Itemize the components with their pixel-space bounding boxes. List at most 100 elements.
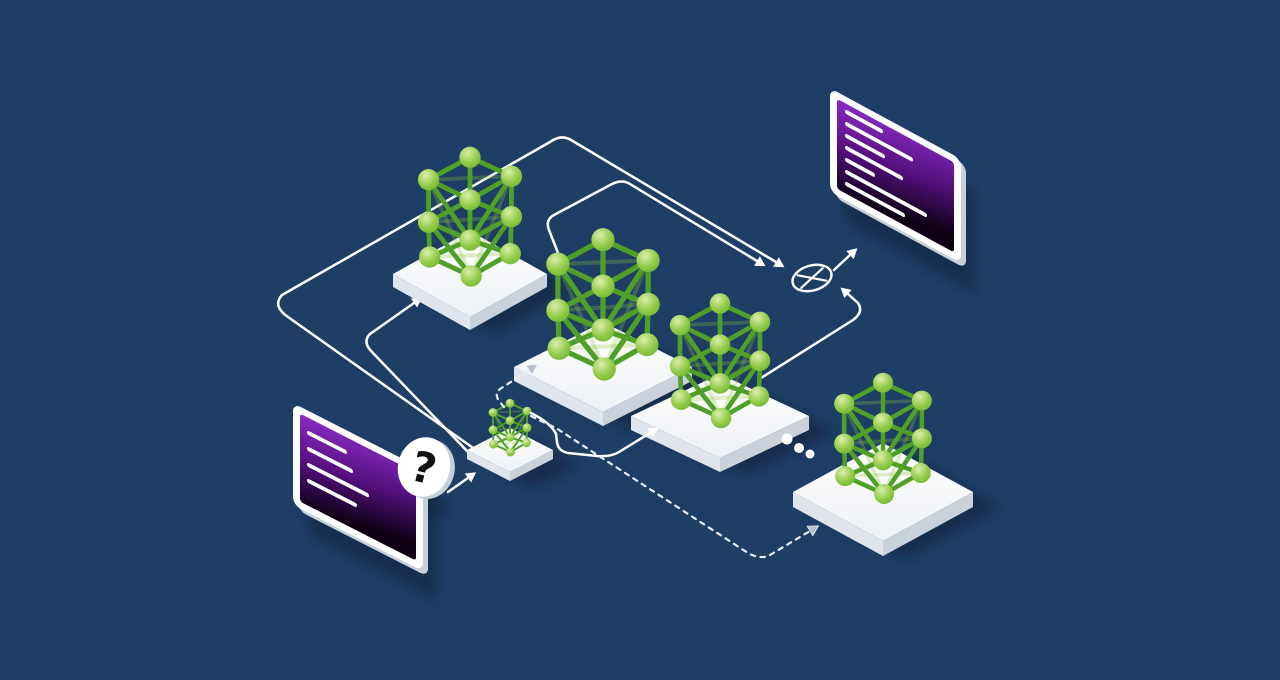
text-line-placeholder [307,478,357,507]
network-edge [491,411,511,439]
screen-panel [300,414,416,560]
network-node [547,336,571,360]
ellipsis-dot [794,443,804,453]
network-node [911,428,932,449]
expert-network-3 [631,293,809,472]
connector-layer-front [495,248,858,559]
expert-network-2 [514,228,692,426]
network-edge-back [557,342,649,351]
network-layer [393,146,973,556]
network-node [591,318,615,342]
platform-left-face [793,492,883,556]
screen-layer: ? [293,91,966,574]
network-node [417,211,440,233]
network-edge-back [842,401,886,496]
network-node [834,393,855,414]
network-node [522,438,531,448]
input-to-gate-arrowhead [464,472,477,483]
network-node [499,242,521,265]
expert2-to-sum-arrowhead [754,256,766,267]
gate-to-expert2-dashed-line [495,368,531,409]
network-edge [841,401,886,463]
platform-left-face [467,450,510,481]
platform-left-face [393,274,470,330]
input-card [293,406,428,574]
text-line-placeholder [845,133,885,159]
network-edge-back [426,177,474,278]
expert2-to-sum-line [546,180,759,263]
network-node [592,357,616,381]
network-node [505,398,515,408]
expert3-to-sum-connector [759,287,862,380]
network-edge-back [427,251,513,259]
expert3-to-sum-line [759,292,862,380]
network-node [459,229,481,251]
network-node [489,439,498,449]
sum-operator-cross-2 [800,267,824,289]
gate-loop-to-sum-line [276,136,778,452]
platform-right-face [883,492,973,556]
network-node [669,355,691,377]
network-node [636,248,660,273]
sum-operator-icon [791,263,833,293]
network-node [417,169,440,191]
network-node [834,433,855,454]
network-node [488,408,498,417]
network-node [500,165,523,187]
sum-to-output-connector [832,248,858,272]
network-node [488,425,498,435]
connector-layer-behind [276,136,862,454]
network-edge-back [492,411,512,453]
output-screen [830,91,966,266]
network-node [546,252,570,276]
network-edge [426,177,473,243]
network-node [419,246,441,268]
question-badge-face [397,437,451,497]
text-line-placeholder [845,109,883,134]
network-node [460,265,482,287]
network-node [635,333,659,357]
network-node [505,432,515,442]
network-edge [717,319,763,386]
text-line-placeholder [845,169,927,218]
network-node [749,311,771,333]
network-edge [880,398,925,463]
gate-to-expert1-line [365,301,470,454]
network-node [522,423,532,432]
network-node [873,372,893,393]
platform-right-face [720,416,809,472]
gate-to-expert2-dashed-connector [495,364,539,409]
text-line-placeholder [845,157,875,177]
text-line-placeholder [845,181,905,218]
network-node [500,206,523,228]
ellipsis-dot [805,449,815,459]
network-edge-back [492,442,528,445]
platform-right-face [470,274,547,330]
network-node [591,228,615,252]
network-edge-back [679,394,761,402]
ellipsis-dot [781,433,793,445]
network-edge [677,322,723,386]
expert2-to-sum-connector [546,180,766,267]
network-node [709,334,731,355]
network-node [506,447,515,457]
network-node [749,350,771,372]
network-edge [600,257,651,333]
gate-to-expert2-dashed-arrowhead [525,364,539,376]
network-node [669,314,691,336]
gate-to-expert3-arrowhead [647,427,659,438]
text-line-placeholder [845,121,913,162]
network-node [874,484,895,504]
network-edge-back [843,471,923,478]
network-node [522,406,532,416]
gate-to-expertN-dashed-arrowhead [806,525,820,537]
sum-to-output-arrowhead [846,248,858,260]
network-node [709,373,731,394]
network-node [505,416,515,426]
gate-to-expertN-dashed-line [529,414,812,559]
network-edge [509,410,529,439]
ellipsis-dots [781,433,815,459]
sum-to-output-line [832,253,852,272]
